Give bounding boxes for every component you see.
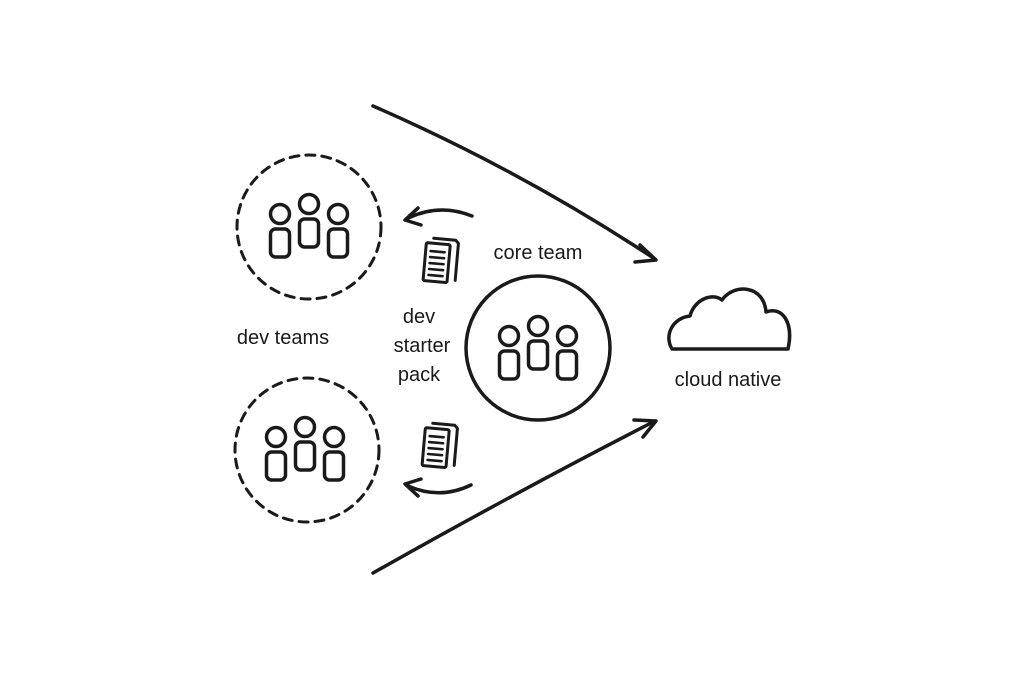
core-team-label: core team	[494, 242, 583, 264]
dev-team-top	[235, 153, 383, 301]
handoff-arrow-top	[403, 206, 474, 227]
document-stack-icon	[420, 421, 460, 470]
dev-starter-pack-line-1: dev	[403, 306, 435, 328]
cloud-icon	[667, 287, 792, 351]
people-group-icon	[500, 317, 577, 380]
cloud-native-label: cloud native	[675, 369, 782, 391]
people-group-icon	[267, 418, 344, 481]
arrow-to-cloud-bottom	[371, 418, 658, 575]
dev-starter-pack-line-2: starter	[394, 335, 451, 357]
dev-starter-pack-line-3: pack	[398, 364, 441, 386]
core-team	[464, 274, 612, 422]
document-stack-icon	[421, 236, 461, 285]
people-group-icon	[271, 195, 348, 258]
dev-starter-pack-label: dev starter pack	[394, 306, 451, 386]
handoff-arrow-bottom	[403, 477, 473, 498]
dev-teams-label: dev teams	[237, 327, 329, 349]
arrow-to-cloud-top	[371, 104, 658, 264]
dev-team-bottom	[233, 376, 381, 524]
